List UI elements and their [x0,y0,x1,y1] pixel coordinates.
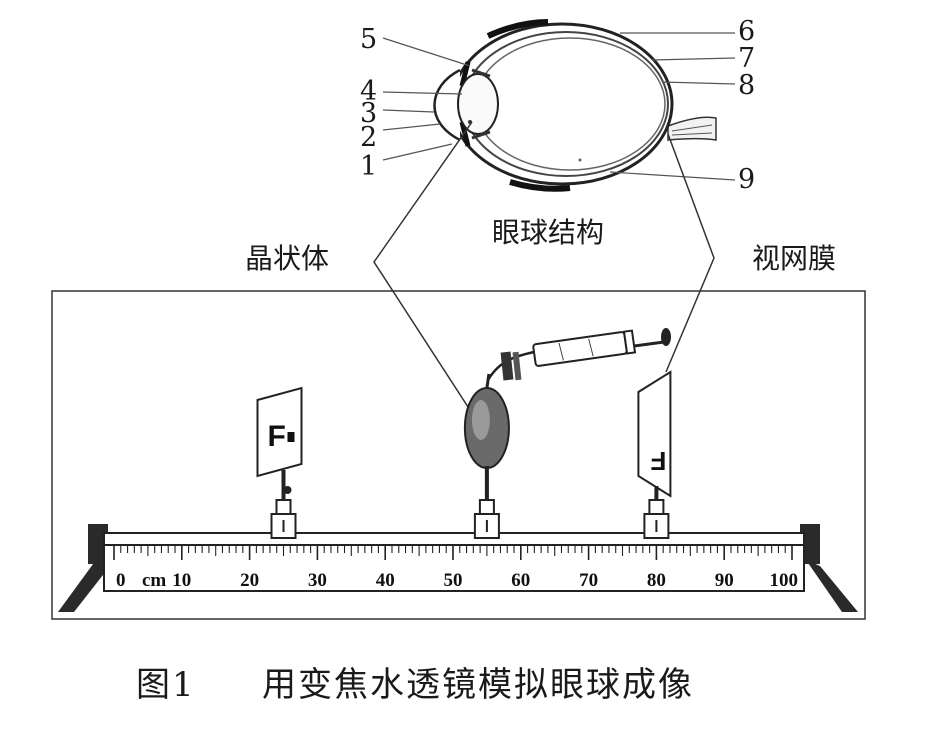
ruler-unit-label: cm [142,570,166,591]
inverted-image-f: F [651,446,667,476]
iris [459,61,471,147]
part-number-5: 5 [360,24,377,55]
leader-lines [382,32,736,181]
ruler-scale-labels: 0 10 20 30 40 50 60 70 80 90 100 [116,570,798,591]
figure-number: 图1 [136,665,196,705]
object-holder: F [256,386,303,512]
object-board [256,386,303,478]
ruler-scale-label: 20 [240,570,259,591]
apparatus-frame [51,290,866,620]
cornea [433,68,461,142]
syringe [486,328,671,381]
part-number-6: 6 [738,16,755,47]
right-bench-leg [806,560,858,612]
ruler-scale-label: 10 [172,570,191,591]
ruler-scale-label: 30 [308,570,327,591]
eyeball-structure: 5 4 3 2 1 6 7 8 9 眼球结构 [360,16,755,249]
screen-retina: F [637,370,672,510]
ruler-scale-label: 90 [715,570,734,591]
optic-nerve [667,116,717,141]
optical-bench: 0 10 20 30 40 50 60 70 80 90 100 cm [58,524,858,612]
ruler-scale-label: 70 [579,570,598,591]
ruler-scale-label: 40 [376,570,395,591]
part-number-1: 1 [360,151,377,182]
retina-connector-line [665,133,715,373]
water-lens [463,373,510,510]
part-number-2: 2 [360,122,377,153]
object-letter-f: F [268,420,286,453]
eye-lens [457,73,499,135]
ruler-scale-label: 100 [770,570,799,591]
part-number-4: 4 [360,76,377,107]
lens-callout-label: 晶状体 [245,242,329,275]
lens-connector-line [373,121,473,411]
part-number-9: 9 [738,164,755,195]
slider-carriages [270,499,670,539]
object-carriage[interactable] [270,499,297,539]
screen-carriage[interactable] [643,499,670,539]
ruler-ticks [113,546,793,560]
part-number-7: 7 [738,43,755,74]
retina-callout-label: 视网膜 [752,242,836,275]
part-number-3: 3 [360,98,377,129]
ruler-scale-label: 0 [116,570,126,591]
ruler-scale-label: 80 [647,570,666,591]
ruler-scale-label: 50 [444,570,463,591]
figure-caption: 用变焦水透镜模拟眼球成像 [262,665,694,705]
eye-diagram-title: 眼球结构 [492,216,604,249]
rail-track [103,532,805,546]
ruler-scale-label: 60 [511,570,530,591]
ruler [103,544,805,592]
part-number-8: 8 [738,70,755,101]
lens-carriage[interactable] [473,499,500,539]
screen-board [637,370,672,498]
left-bench-leg [58,560,110,612]
